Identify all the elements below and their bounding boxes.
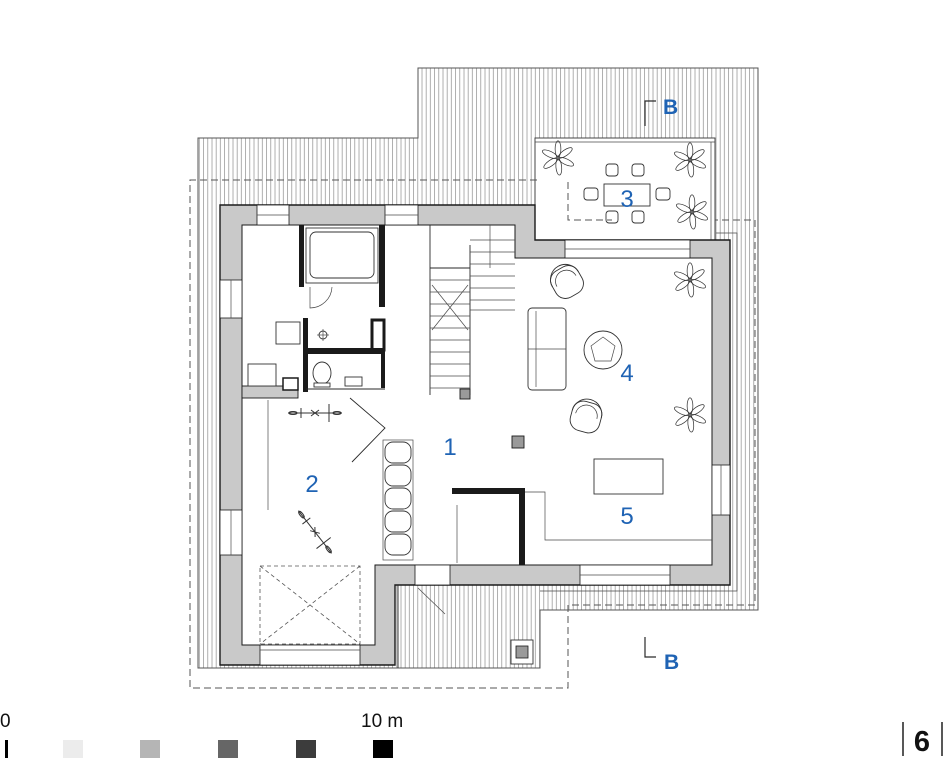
dashed-outline [567, 182, 612, 221]
washbasin [344, 376, 363, 387]
terrace [534, 137, 716, 241]
staircase [429, 225, 515, 400]
scale-end-label: 10 m [361, 711, 403, 732]
shaft [282, 377, 299, 391]
room-label-1: 1 [443, 434, 456, 461]
scale-swatch [140, 740, 160, 758]
page-number-box: 6 [902, 722, 943, 758]
porch-post [515, 645, 529, 659]
scale-swatch [296, 740, 316, 758]
room-label-3: 3 [620, 186, 633, 213]
scale-swatch [63, 740, 83, 758]
wall-outline [540, 232, 738, 592]
section-marker-top: B [644, 96, 678, 126]
bench-seat [384, 487, 412, 510]
hall-furniture [382, 435, 525, 561]
stair-cut-line [431, 284, 469, 331]
garage [259, 404, 361, 645]
room-label-2: 2 [305, 471, 318, 498]
scale-bar: 0 10 m [0, 711, 403, 758]
terrace-chair [631, 210, 645, 224]
coffee-table-top [590, 336, 616, 362]
upper-floor-outline [189, 179, 756, 689]
entry-door-swing [417, 587, 446, 615]
sink [275, 321, 301, 345]
bench-seat [384, 464, 412, 487]
bathroom-door-swing [309, 286, 333, 309]
structural-column [511, 435, 525, 449]
scale-swatch [218, 740, 238, 758]
angled-partition [349, 397, 386, 463]
scale-start-label: 0 [0, 711, 11, 732]
toilet-tank [313, 382, 331, 388]
garage-door-sweep [259, 565, 361, 645]
partition-wall [381, 354, 385, 388]
terrace-chair [655, 187, 671, 201]
section-label: B [663, 96, 678, 119]
partition-wall [299, 225, 304, 287]
partition-wall [303, 348, 385, 354]
living-area-furniture [525, 259, 712, 541]
entry-door-opening [414, 564, 451, 586]
bench-seat [384, 510, 412, 533]
terrace-chair [583, 187, 599, 201]
toilet [312, 361, 332, 385]
partition-wall [303, 318, 308, 392]
counter [247, 363, 277, 387]
bathroom-fixtures [247, 227, 379, 388]
section-marker-bottom: B [644, 637, 679, 674]
bench-frame [382, 439, 414, 561]
section-line [644, 100, 656, 126]
partition-wall [379, 225, 385, 307]
interior-partitions [241, 225, 525, 565]
bench-seat [384, 441, 412, 464]
bathtub-basin [309, 231, 375, 279]
terrace-chair [605, 163, 619, 177]
dining-table [593, 458, 664, 495]
garage-door-sweep [259, 565, 361, 645]
garage-door-opening [259, 644, 361, 666]
terrace-chair [631, 163, 645, 177]
terrace-table [603, 183, 651, 207]
coffee-table [583, 330, 623, 370]
room-label-4: 4 [620, 360, 633, 387]
windows [219, 204, 731, 666]
stair-post [459, 388, 471, 400]
scale-swatch [373, 740, 393, 758]
section-label: B [664, 651, 679, 674]
scale-tick [5, 740, 8, 758]
room-label-5: 5 [620, 503, 633, 530]
bench-seat [384, 533, 412, 556]
kitchen-counter [525, 491, 712, 541]
entry-porch [397, 585, 534, 668]
section-line [644, 637, 656, 658]
terrace-chair [605, 210, 619, 224]
room-labels: 1 2 3 4 5 [305, 186, 633, 530]
dashed-outline [189, 179, 756, 689]
page-number: 6 [914, 726, 930, 758]
partition-wall [370, 318, 386, 352]
